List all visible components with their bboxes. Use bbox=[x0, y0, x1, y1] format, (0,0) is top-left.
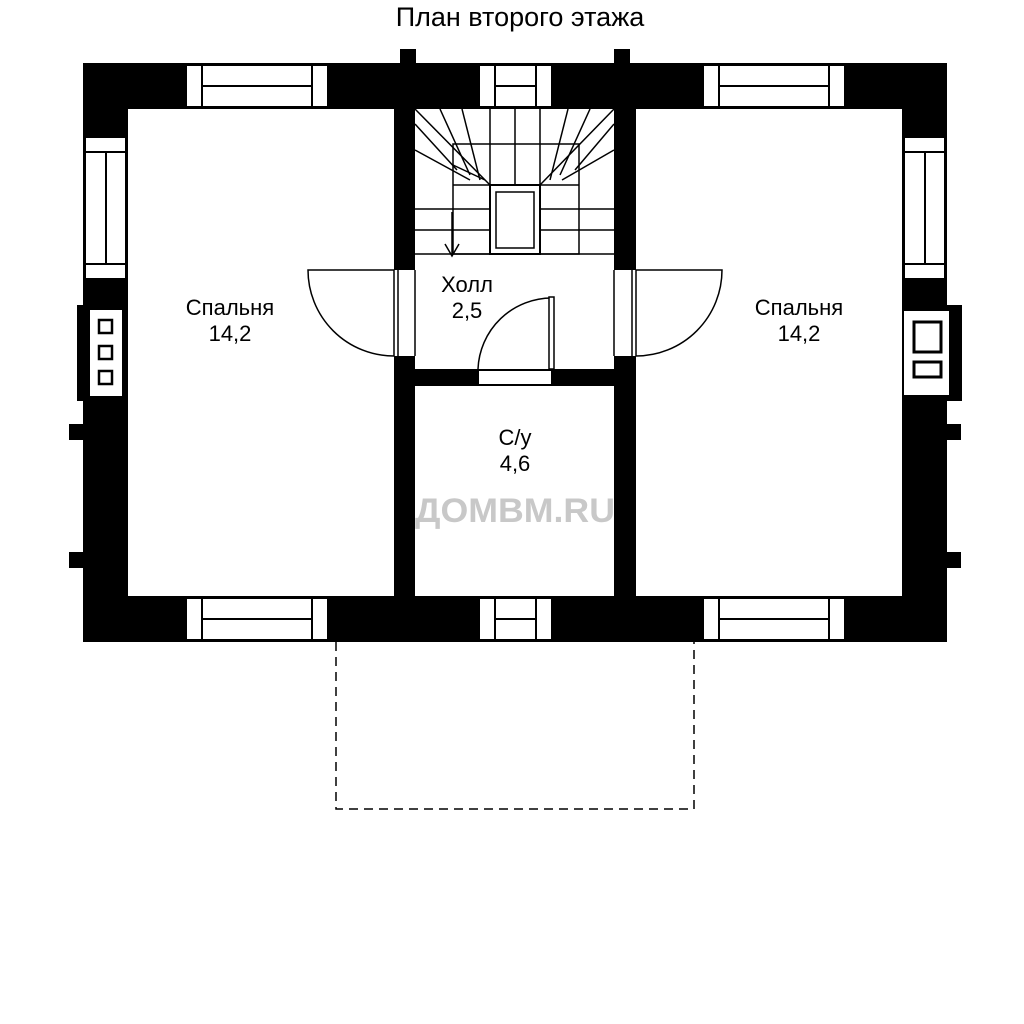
door-bedroom-right bbox=[635, 269, 723, 357]
window-left bbox=[84, 136, 127, 280]
room-name-bathroom: С/у bbox=[499, 425, 532, 450]
window-top-right bbox=[702, 64, 846, 108]
room-area-bathroom: 4,6 bbox=[500, 451, 531, 476]
room-area-bedroom-right: 14,2 bbox=[778, 321, 821, 346]
window-bottom-right bbox=[702, 597, 846, 641]
window-right bbox=[903, 136, 946, 280]
door-bathroom bbox=[477, 296, 555, 370]
watermark: ДОМВМ.RU bbox=[415, 492, 615, 530]
vent-block-right bbox=[904, 305, 962, 401]
room-area-hall: 2,5 bbox=[452, 298, 483, 323]
window-top-center bbox=[478, 64, 553, 108]
window-top-left bbox=[185, 64, 329, 108]
doors bbox=[307, 269, 723, 370]
hall-opening-lines bbox=[397, 270, 633, 356]
window-bottom-left bbox=[185, 597, 329, 641]
wall-ticks bbox=[69, 49, 961, 568]
vent-block-left bbox=[77, 305, 125, 401]
room-name-bedroom-right: Спальня bbox=[755, 295, 843, 320]
window-bottom-center bbox=[478, 597, 553, 641]
windows bbox=[84, 64, 946, 641]
bathroom-door-threshold bbox=[477, 369, 553, 386]
room-area-bedroom-left: 14,2 bbox=[209, 321, 252, 346]
staircase bbox=[414, 108, 615, 258]
room-name-bedroom-left: Спальня bbox=[186, 295, 274, 320]
plan-title: План второго этажа bbox=[395, 2, 645, 32]
balcony-outline bbox=[335, 642, 695, 810]
room-name-hall: Холл bbox=[441, 272, 493, 297]
door-bedroom-left bbox=[307, 269, 395, 357]
